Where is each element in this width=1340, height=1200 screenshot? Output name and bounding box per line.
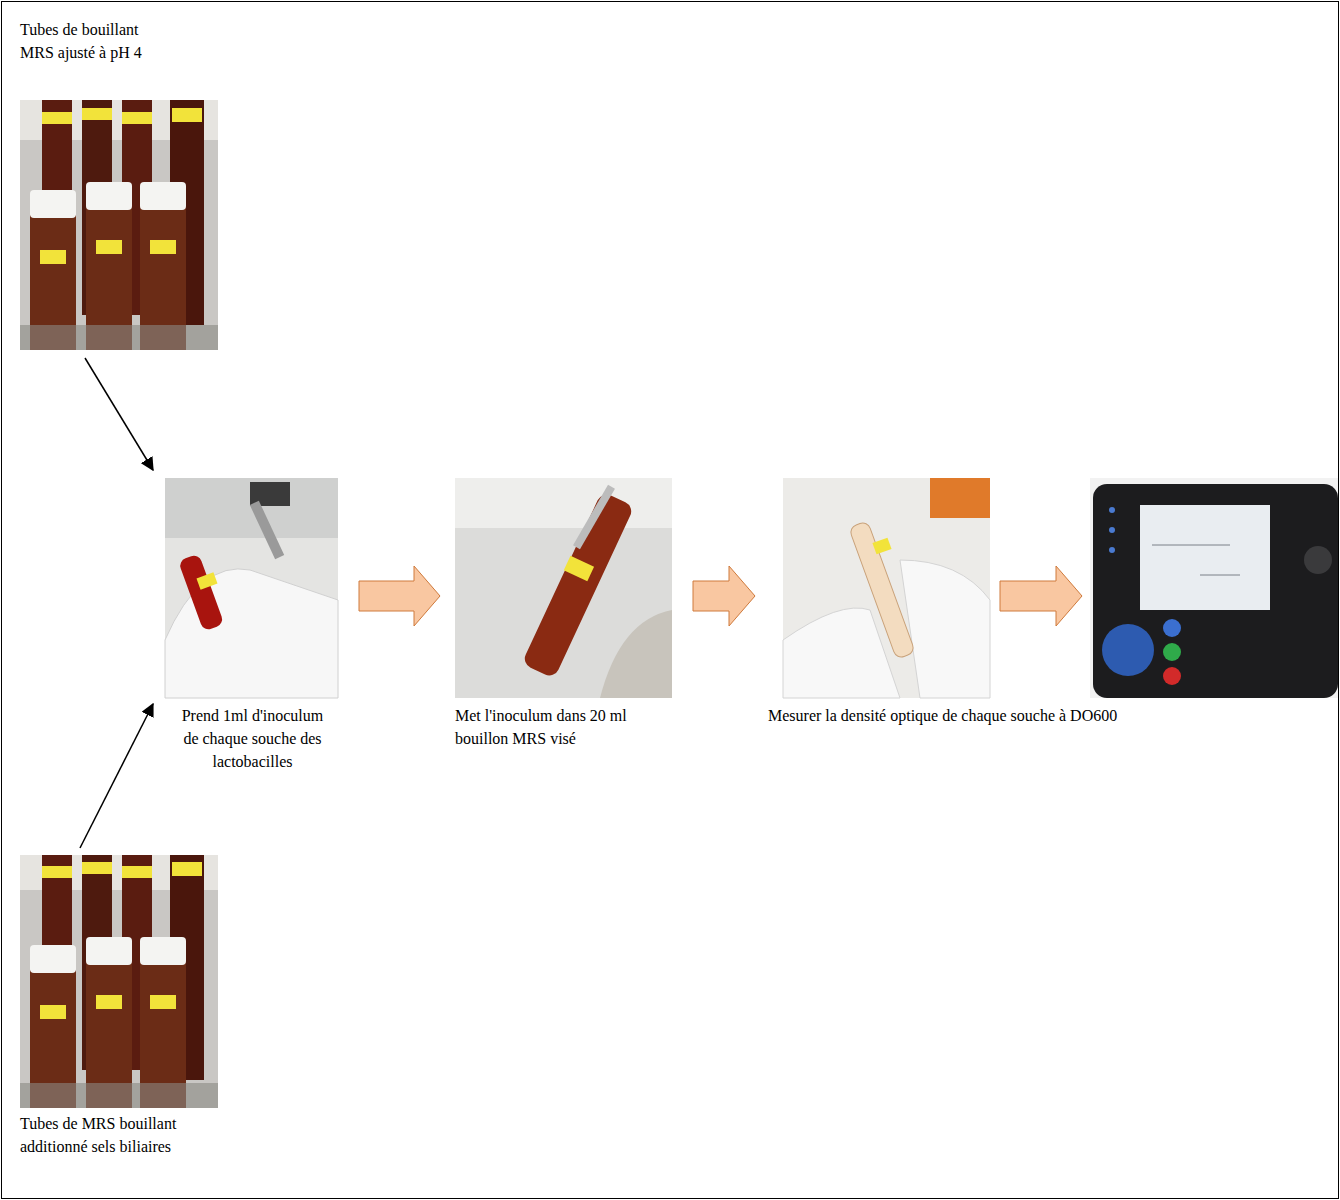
step-caption: Tubes de MRS bouillant additionné sels b… <box>20 1112 200 1158</box>
step-caption: Mesurer la densité optique de chaque sou… <box>768 704 1117 727</box>
tubes-photo <box>20 100 218 350</box>
step-node: Mesurer la densité optique de chaque sou… <box>765 476 1125 732</box>
tube-photo <box>783 478 990 698</box>
photo-space <box>20 16 221 18</box>
step-node: Tubes de MRS bouillant additionné sels b… <box>18 852 223 1163</box>
step-node: Met l'inoculum dans 20 ml bouillon MRS v… <box>450 476 679 755</box>
photo-space <box>160 476 345 704</box>
arrow-line <box>85 358 153 470</box>
block-arrow <box>1000 566 1082 626</box>
tubes-photo <box>20 855 218 1108</box>
inoculation-photo <box>455 478 672 698</box>
spectrophotometer-photo <box>1090 478 1338 698</box>
block-arrow <box>693 566 755 626</box>
photo-space <box>455 476 674 704</box>
pipetting-photo <box>165 478 338 698</box>
step-caption: Met l'inoculum dans 20 ml bouillon MRS v… <box>455 704 670 750</box>
photo-space <box>768 476 1122 704</box>
step-node: Prend 1ml d'inoculum de chaque souche de… <box>160 476 345 778</box>
block-arrow <box>359 566 440 626</box>
step-node: Tubes de bouillant MRS ajusté à pH 4 <box>18 16 223 354</box>
step-caption: Prend 1ml d'inoculum de chaque souche de… <box>178 704 328 774</box>
photo-space <box>20 852 221 1112</box>
arrow-line <box>80 704 153 848</box>
step-caption: Tubes de bouillant MRS ajusté à pH 4 <box>20 18 170 64</box>
